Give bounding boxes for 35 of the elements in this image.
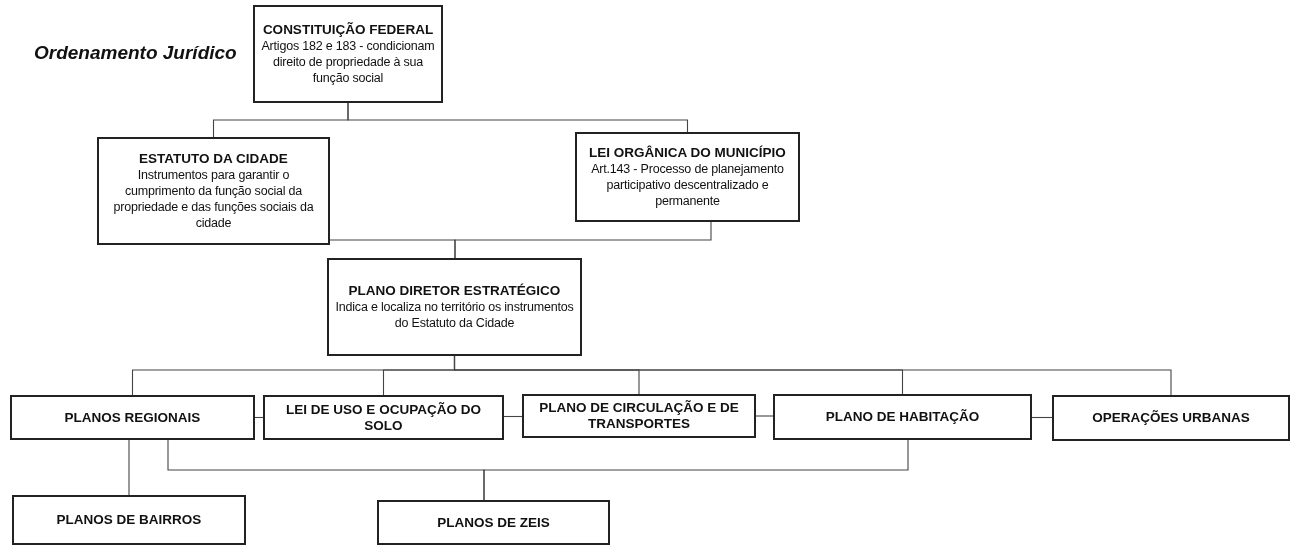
- process-box: [12, 495, 246, 545]
- process-box: [1052, 395, 1290, 441]
- box-description: Artigos 182 e 183 - condicionam direito de propriedade à sua função social: [260, 38, 436, 86]
- box-heading: OPERAÇÕES URBANAS: [1092, 410, 1250, 426]
- box-description: Art.143 - Processo de planejamento participativo descentralizado e permanente: [590, 161, 785, 209]
- box-heading: PLANOS REGIONAIS: [64, 409, 201, 426]
- box-description: Indica e localiza no território os instrumentos do Estatuto da Cidade: [334, 299, 575, 331]
- box-heading: PLANO DE CIRCULAÇÃO E DE TRANSPORTES: [538, 400, 740, 432]
- connector-line: [503, 415, 523, 418]
- box-heading: PLANOS DE ZEIS: [437, 514, 550, 531]
- process-box: [263, 395, 504, 440]
- process-box: [575, 132, 800, 222]
- connector-line: [128, 439, 130, 496]
- box-heading: PLANOS DE BAIRROS: [56, 512, 202, 528]
- box-heading: LEI ORGÂNICA DO MUNICÍPIO: [589, 145, 786, 161]
- process-box: [773, 394, 1032, 440]
- box-heading: CONSTITUIÇÃO FEDERAL: [262, 22, 434, 38]
- process-box: [327, 258, 582, 356]
- process-box: [97, 137, 330, 245]
- box-heading: PLANO DIRETOR ESTRATÉGICO: [348, 283, 561, 299]
- connector-line: [483, 439, 909, 501]
- box-heading: LEI DE USO E OCUPAÇÃO DO SOLO: [285, 401, 482, 434]
- box-heading: PLANO DE HABITAÇÃO: [825, 409, 980, 425]
- connector-line: [755, 415, 774, 417]
- box-description: Instrumentos para garantir o cumprimento da função social da propriedade e das funções sociais da cidade: [112, 167, 315, 231]
- connector-line: [453, 355, 1172, 396]
- process-box: [10, 395, 255, 440]
- connector-line: [454, 221, 712, 259]
- process-box: [377, 500, 610, 545]
- diagram-title: Ordenamento Jurídico: [34, 42, 237, 64]
- process-box: [253, 5, 443, 103]
- connector-line: [347, 102, 689, 133]
- process-box: [522, 394, 756, 438]
- connector-line: [1031, 416, 1053, 419]
- box-heading: ESTATUTO DA CIDADE: [139, 151, 288, 167]
